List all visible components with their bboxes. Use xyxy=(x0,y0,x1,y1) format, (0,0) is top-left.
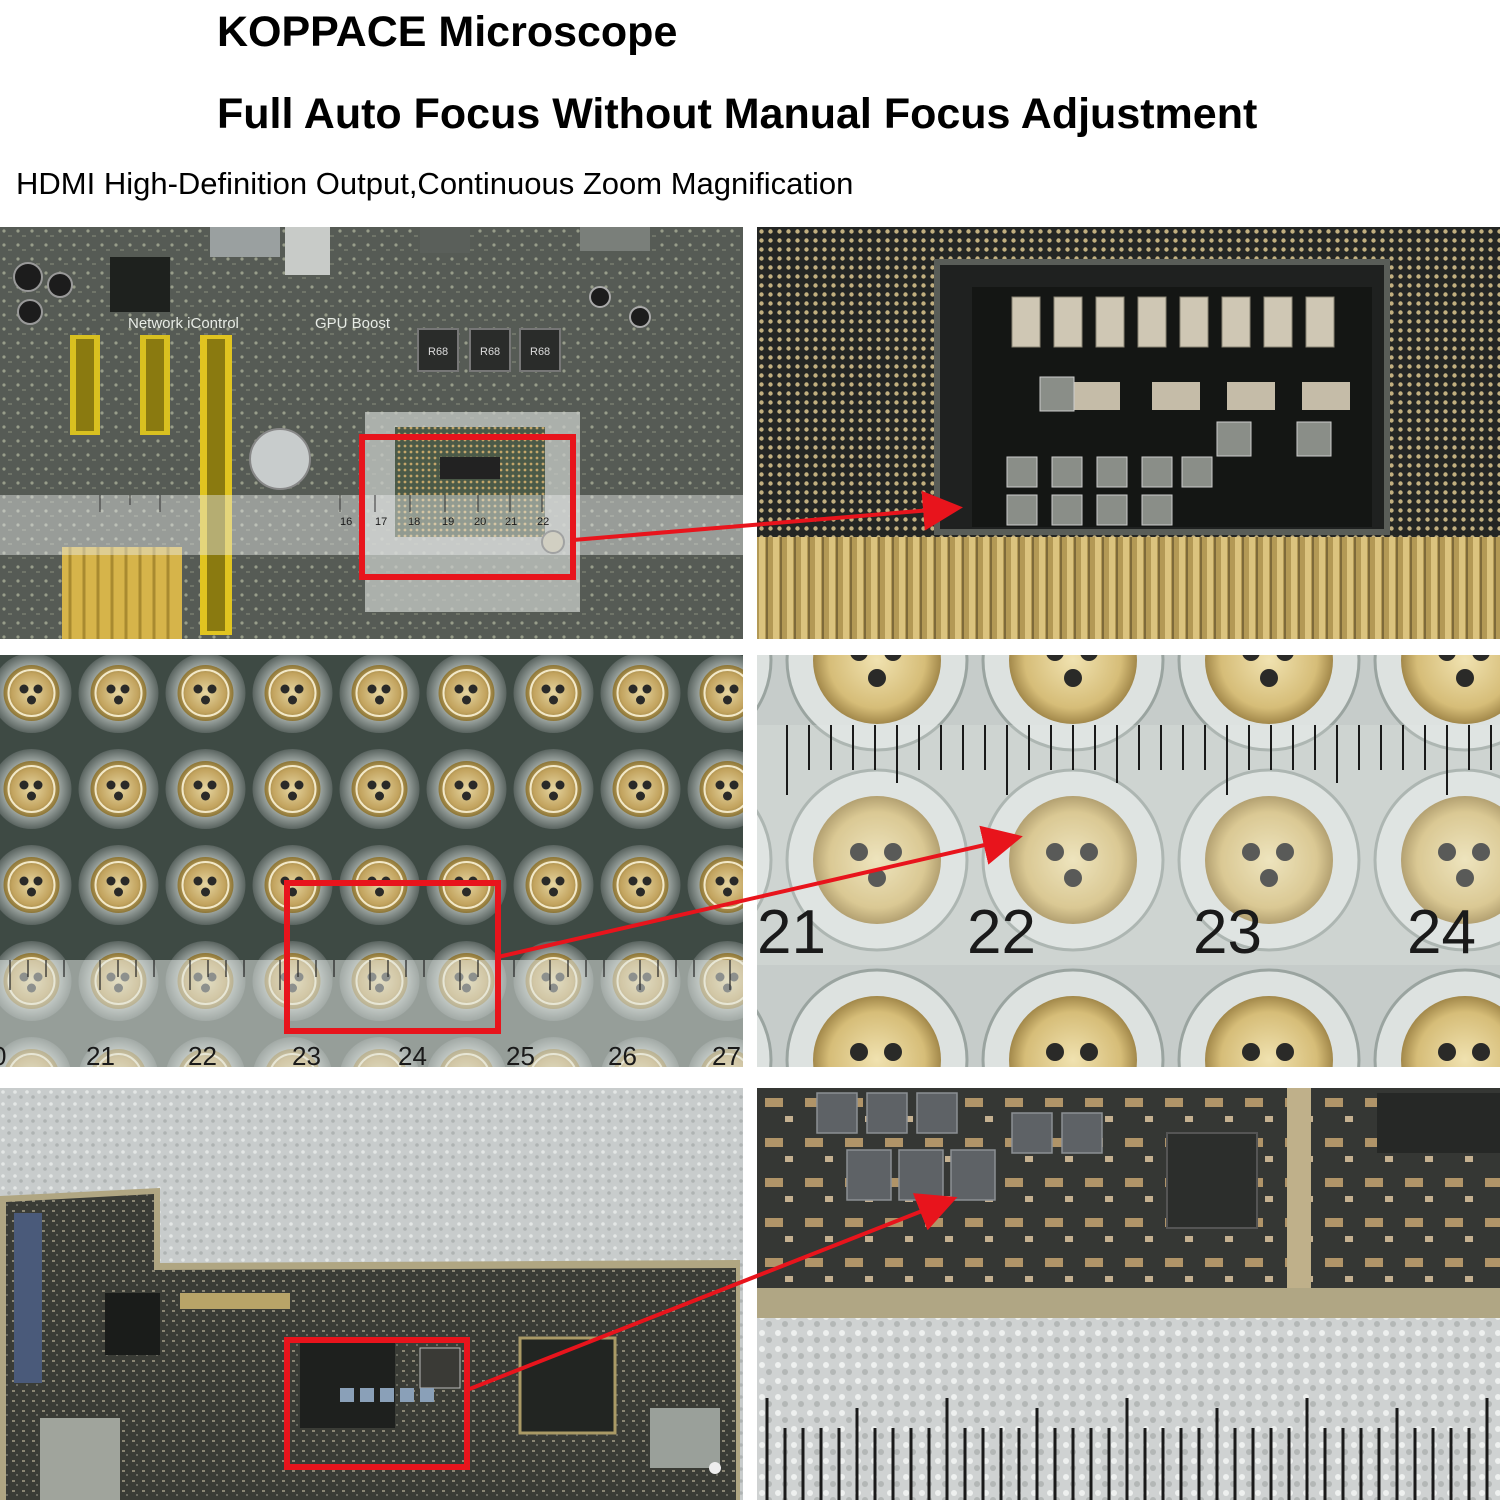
ruler-number: 21 xyxy=(757,898,826,967)
ruler-number: 22 xyxy=(537,516,549,528)
ruler-number: 26 xyxy=(608,1041,637,1067)
ruler-number: 21 xyxy=(86,1041,115,1067)
page-subtitle: Full Auto Focus Without Manual Focus Adj… xyxy=(217,90,1258,138)
logic-board-overview-photo xyxy=(0,1088,743,1500)
pcb-label-network: Network iControl xyxy=(128,315,239,332)
ruler-number: 24 xyxy=(398,1041,427,1067)
ruler-number: 20 xyxy=(474,516,486,528)
ruler-number: 27 xyxy=(712,1041,741,1067)
page-title: KOPPACE Microscope xyxy=(217,8,678,56)
pogo-pin-tray-photo: 0 21 22 23 24 25 26 27 xyxy=(0,655,743,1067)
feature-text: HDMI High-Definition Output,Continuous Z… xyxy=(16,166,854,201)
ruler-number: 23 xyxy=(292,1041,321,1067)
ruler-number: 22 xyxy=(967,898,1036,967)
ruler-number: 23 xyxy=(1193,898,1262,967)
ruler-number: 19 xyxy=(442,516,454,528)
pogo-pin-zoom-photo: 21 22 23 24 xyxy=(757,655,1500,1067)
ruler-number: 24 xyxy=(1407,898,1476,967)
ruler-number: 22 xyxy=(188,1041,217,1067)
ruler-number: 17 xyxy=(375,516,387,528)
inductor-label: R68 xyxy=(480,346,500,358)
inductor-label: R68 xyxy=(428,346,448,358)
ruler-number: 16 xyxy=(340,516,352,528)
ruler-number: 0 xyxy=(0,1041,6,1067)
ruler-number: 18 xyxy=(408,516,420,528)
logic-board-zoom-photo xyxy=(757,1088,1500,1500)
inductor-label: R68 xyxy=(530,346,550,358)
ruler-number: 21 xyxy=(505,516,517,528)
cpu-socket-zoom-photo xyxy=(757,227,1500,639)
motherboard-overview-photo: Network iControl GPU Boost R68 R68 R68 xyxy=(0,227,743,639)
ruler-number: 25 xyxy=(506,1041,535,1067)
pcb-label-gpu-boost: GPU Boost xyxy=(315,315,391,332)
